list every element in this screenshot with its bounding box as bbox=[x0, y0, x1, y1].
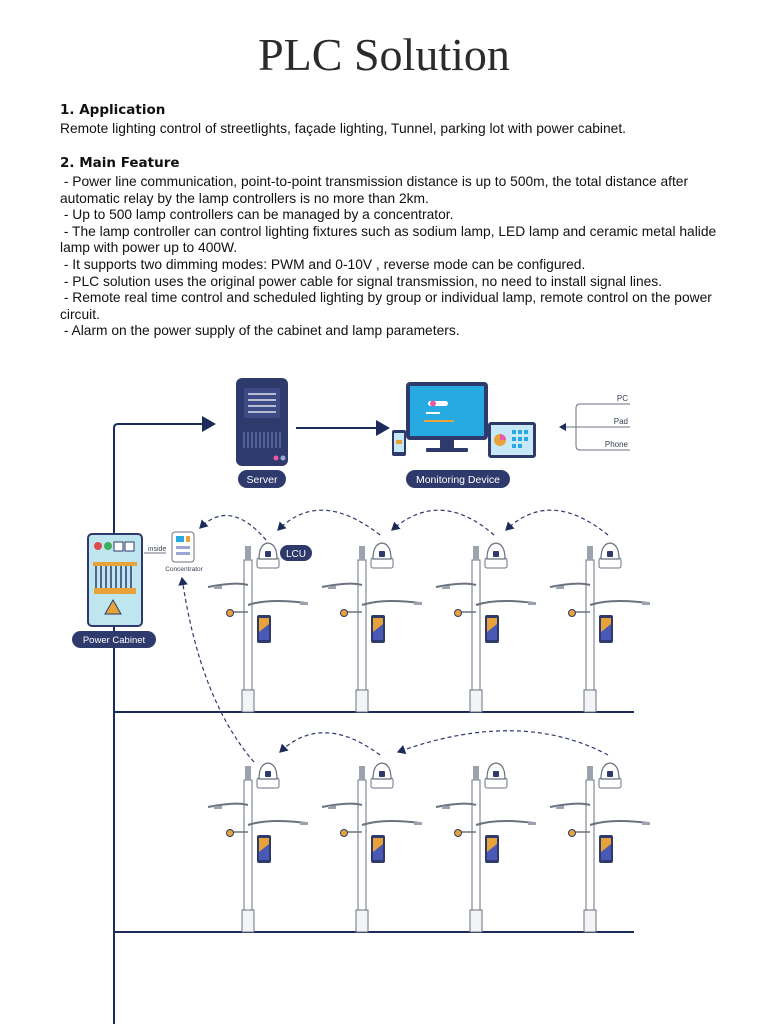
feature-item: - It supports two dimming modes: PWM and… bbox=[60, 256, 586, 272]
section-heading-application: 1. Application bbox=[60, 102, 166, 118]
concentrator-label: Concentrator bbox=[165, 566, 203, 573]
power-cabinet-label: Power Cabinet bbox=[72, 631, 156, 648]
server-label: Server bbox=[238, 470, 286, 488]
relay-links-row1 bbox=[199, 509, 609, 541]
lcu-device bbox=[256, 762, 280, 789]
server-node bbox=[236, 378, 288, 466]
lcu-device bbox=[598, 542, 622, 569]
device-type-pad: Pad bbox=[614, 417, 628, 426]
street-pole-row2-2 bbox=[321, 765, 423, 933]
svg-text:Power Cabinet: Power Cabinet bbox=[83, 635, 146, 646]
inside-label: inside bbox=[148, 546, 166, 553]
device-type-phone: Phone bbox=[605, 440, 629, 449]
svg-text:LCU: LCU bbox=[286, 549, 306, 560]
street-pole-row1-2 bbox=[321, 545, 423, 713]
svg-text:Server: Server bbox=[247, 474, 278, 486]
street-pole-row1-4 bbox=[549, 545, 651, 713]
page-title: PLC Solution bbox=[258, 29, 510, 80]
lcu-device bbox=[484, 762, 508, 789]
lcu-label: LCU bbox=[280, 545, 312, 561]
lcu-device bbox=[598, 762, 622, 789]
feature-item: - The lamp controller can control lighti… bbox=[60, 223, 721, 256]
relay-links-row2 bbox=[178, 576, 609, 763]
lcu-device bbox=[370, 762, 394, 789]
lcu-device bbox=[370, 542, 394, 569]
feature-item: - Alarm on the power supply of the cabin… bbox=[60, 323, 460, 339]
feature-item: - Remote real time control and scheduled… bbox=[60, 290, 716, 322]
street-pole-row2-4 bbox=[549, 765, 651, 933]
device-type-pc: PC bbox=[617, 394, 628, 403]
plc-network-diagram: Server Monitoring Device PC bbox=[72, 378, 651, 1024]
street-pole-row1-3 bbox=[435, 545, 537, 713]
street-pole-row2-1 bbox=[207, 765, 309, 933]
feature-item: - PLC solution uses the original power c… bbox=[60, 273, 663, 289]
street-pole-row1-1 bbox=[207, 545, 309, 713]
application-text: Remote lighting control of streetlights,… bbox=[60, 121, 626, 136]
power-cabinet bbox=[87, 533, 143, 627]
monitoring-device bbox=[392, 382, 536, 458]
lcu-device bbox=[256, 542, 280, 569]
svg-text:Monitoring Device: Monitoring Device bbox=[416, 474, 500, 486]
cable-network bbox=[113, 416, 634, 1024]
feature-list: - Power line communication, point-to-poi… bbox=[60, 174, 740, 340]
monitoring-device-label: Monitoring Device bbox=[406, 470, 510, 488]
section-heading-main-feature: 2. Main Feature bbox=[60, 155, 180, 171]
feature-item: - Up to 500 lamp controllers can be mana… bbox=[60, 207, 454, 223]
street-pole-row2-3 bbox=[435, 765, 537, 933]
feature-item: - Power line communication, point-to-poi… bbox=[60, 174, 692, 206]
concentrator bbox=[171, 531, 195, 563]
lcu-device bbox=[484, 542, 508, 569]
device-type-bracket: PC Pad Phone bbox=[559, 394, 630, 451]
